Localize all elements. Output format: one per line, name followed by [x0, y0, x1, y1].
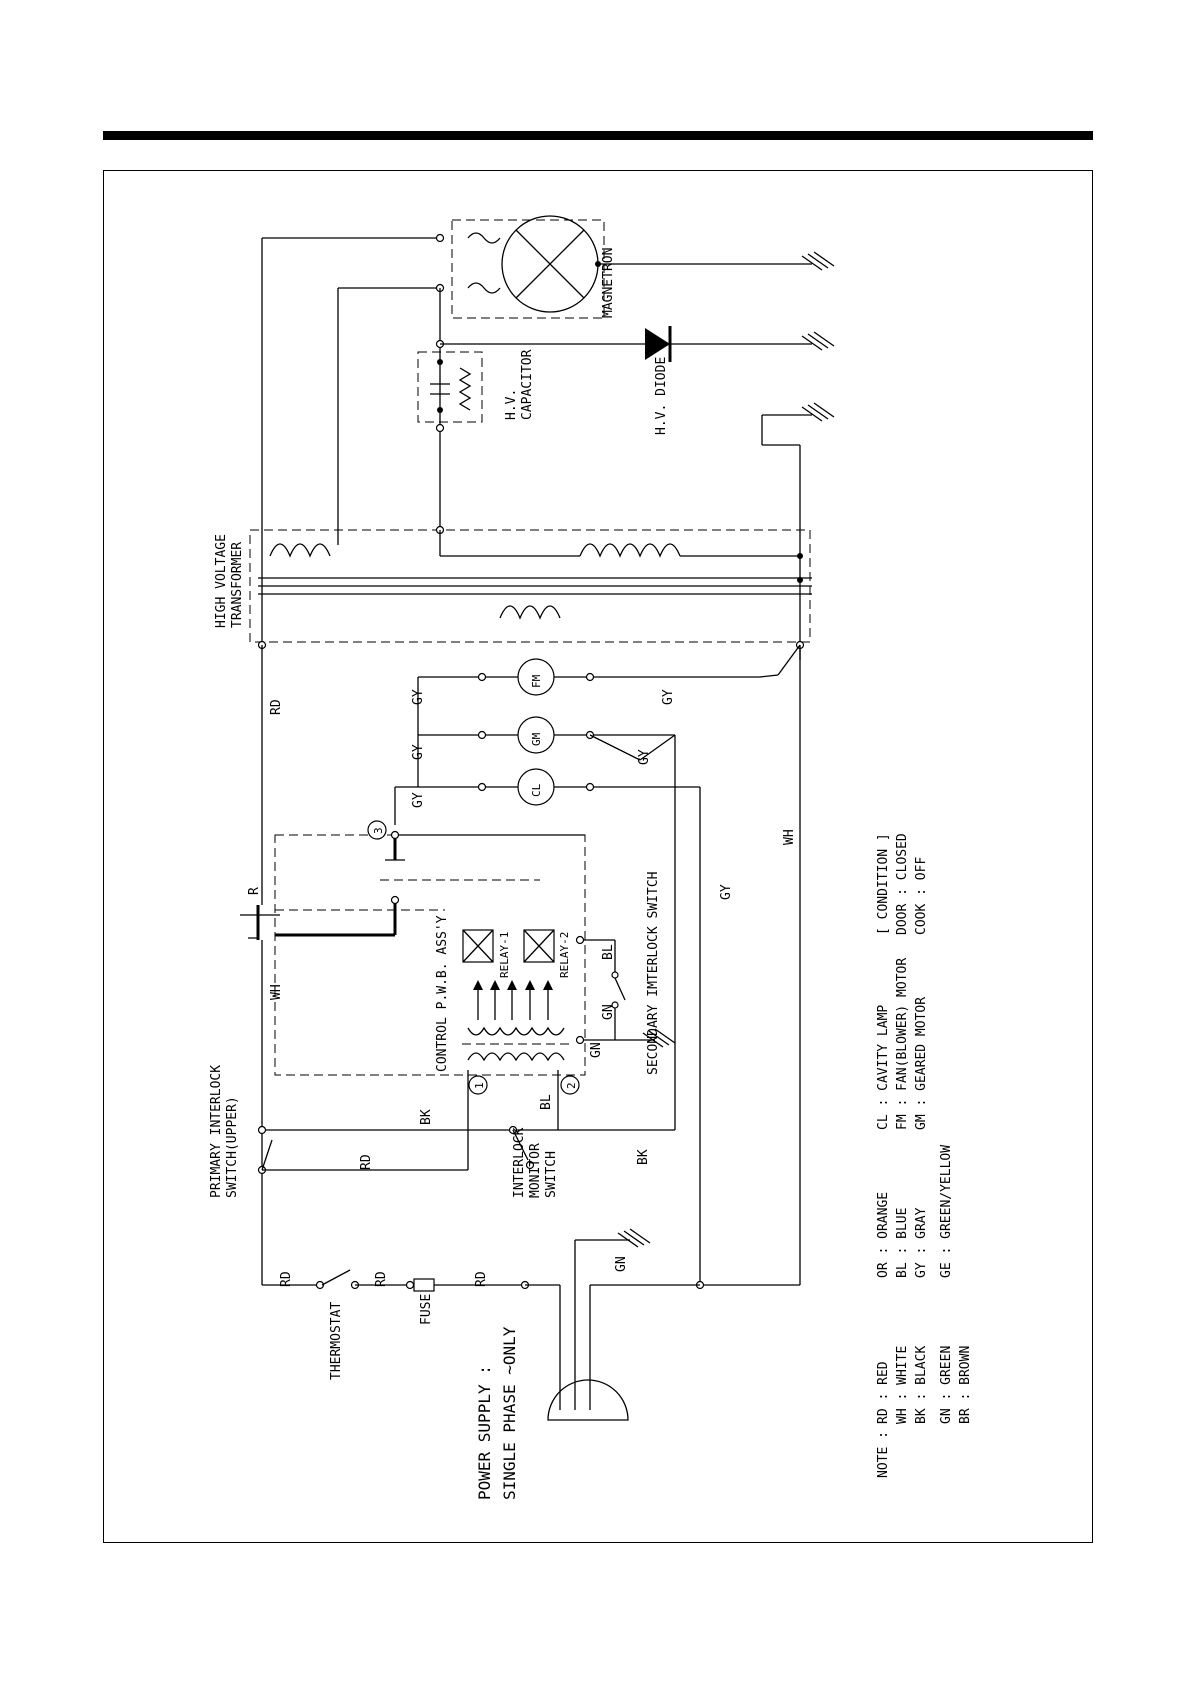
- node-2-label: 2: [565, 1082, 578, 1089]
- diagram-frame: [103, 170, 1093, 1543]
- wire-label-rd: RD: [474, 1271, 489, 1287]
- note-color: BR : BROWN: [958, 1346, 973, 1424]
- monitor-switch-label-3: SWITCH: [544, 1151, 559, 1198]
- note-color: OR : ORANGE: [876, 1192, 891, 1278]
- wire-label-bk: BK: [419, 1109, 434, 1125]
- condition-title: [ CONDITION ]: [876, 833, 891, 935]
- wire-label-gy: GY: [637, 749, 652, 765]
- note-color: WH : WHITE: [895, 1346, 910, 1424]
- primary-switch-label-2: SWITCH(UPPER): [225, 1096, 240, 1198]
- fuse: [405, 1278, 435, 1292]
- fuse-label: FUSE: [419, 1294, 434, 1325]
- transformer-label-1: HIGH VOLTAGE: [214, 534, 229, 628]
- relay-1: [462, 929, 494, 963]
- wire-label-wh: WH: [269, 984, 284, 1000]
- fan-motor: [517, 658, 555, 696]
- ground-symbol: [801, 251, 835, 422]
- wire-label-gy: GY: [411, 689, 426, 705]
- note-color: BK : BLACK: [914, 1346, 929, 1424]
- legend-item: CL : CAVITY LAMP: [876, 1005, 891, 1130]
- terminal-r-label: R: [247, 887, 262, 895]
- interlock-monitor-switch: [512, 1129, 535, 1170]
- legend-item: FM : FAN(BLOWER) MOTOR: [895, 958, 910, 1130]
- wire-label-gy: GY: [719, 884, 734, 900]
- relay-1-label: RELAY-1: [498, 932, 511, 978]
- wire-label-rd: RD: [374, 1271, 389, 1287]
- cavity-lamp: [517, 768, 555, 806]
- hv-diode: [645, 326, 672, 362]
- wire-label-bl: BL: [539, 1094, 554, 1110]
- secondary-interlock-switch: [575, 935, 676, 1048]
- relay-2-label: RELAY-2: [558, 932, 571, 978]
- hv-capacitor-label-2: CAPACITOR: [520, 349, 535, 420]
- power-supply-label-1: POWER SUPPLY :: [475, 1365, 494, 1500]
- terminal-l-label: L: [247, 932, 262, 940]
- primary-switch-label-1: PRIMARY INTERLOCK: [209, 1065, 224, 1198]
- wire-label-gn: GN: [589, 1042, 604, 1058]
- wire-label-bk: BK: [636, 1149, 651, 1165]
- note-color: BL : BLUE: [895, 1208, 910, 1278]
- thermostat: [315, 1269, 360, 1290]
- note-color: GN : GREEN: [939, 1346, 954, 1424]
- wire-label-rd: RD: [359, 1154, 374, 1170]
- monitor-switch-label-2: MONITOR: [528, 1143, 543, 1198]
- wire-label-gy: GY: [411, 744, 426, 760]
- note-color: GY : GRAY: [914, 1207, 929, 1278]
- fm-label: FM: [530, 674, 543, 688]
- transformer-label-2: TRANSFORMER: [230, 542, 245, 628]
- cl-label: CL: [530, 783, 543, 797]
- hv-capacitor: [417, 339, 483, 433]
- magnetron-label: MAGNETRON: [601, 248, 616, 318]
- geared-motor: [517, 716, 555, 754]
- control-pwb-label: CONTROL P.W.B. ASS'Y: [435, 915, 450, 1072]
- note-color: GE : GREEN/YELLOW: [939, 1145, 954, 1278]
- high-voltage-transformer: [249, 525, 812, 650]
- header-rule: [103, 131, 1093, 140]
- wire-label-gy: GY: [411, 792, 426, 808]
- condition-line: COOK : OFF: [914, 857, 929, 935]
- pwb-coil: [462, 980, 570, 1062]
- wire-label-rd: RD: [269, 699, 284, 715]
- legend-item: GM : GEARED MOTOR: [914, 997, 929, 1130]
- monitor-switch-label-1: INTERLOCK: [512, 1127, 527, 1198]
- node-1-label: 1: [473, 1082, 486, 1089]
- power-supply-label-2: SINGLE PHASE ~ONLY: [500, 1326, 519, 1500]
- control-pwb: [274, 830, 586, 1076]
- primary-interlock-switch: [257, 1130, 469, 1175]
- wire-label-wh: WH: [782, 829, 797, 845]
- node-3-label: 3: [372, 827, 385, 834]
- wire-label-bl: BL: [601, 944, 616, 960]
- wire-label-gn: GN: [601, 1004, 616, 1020]
- wire-label-gy: GY: [661, 689, 676, 705]
- hv-capacitor-label-1: H.V.: [504, 389, 519, 420]
- power-plug: [547, 1379, 629, 1421]
- magnetron: [451, 215, 812, 319]
- secondary-switch-label: SECONDARY IMTERLOCK SWITCH: [646, 872, 661, 1076]
- condition-line: DOOR : CLOSED: [895, 833, 910, 935]
- hv-diode-label: H.V. DIODE: [654, 357, 669, 435]
- note-title: NOTE :: [876, 1431, 891, 1478]
- thermostat-label: THERMOSTAT: [329, 1302, 344, 1380]
- relay-2: [523, 929, 555, 963]
- wire-label-gn: GN: [614, 1256, 629, 1272]
- gm-label: GM: [530, 732, 543, 746]
- note-color: RD : RED: [876, 1361, 891, 1424]
- wire-label-rd: RD: [279, 1271, 294, 1287]
